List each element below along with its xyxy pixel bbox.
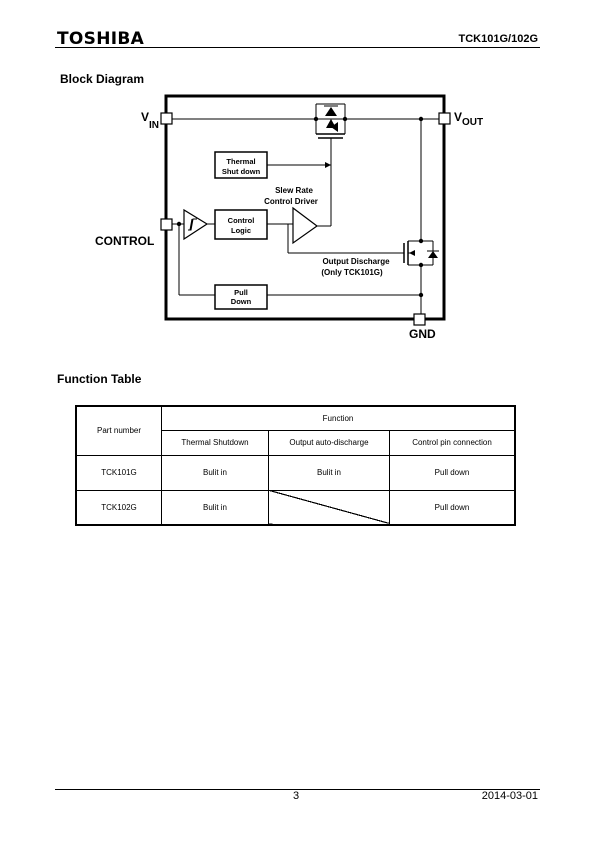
thermal-shutdown-header: Thermal Shutdown: [161, 429, 269, 456]
row-discharge-na: [268, 489, 390, 526]
schmitt-buffer: [183, 208, 209, 241]
vout-label-main: V: [454, 110, 462, 124]
discharge-transistor: [403, 238, 439, 268]
row-part: TCK101G: [75, 454, 162, 491]
footer-divider: [55, 789, 540, 790]
table-row: TCK102G Bulit in Pull down: [75, 489, 516, 526]
thermal-line2: Shut down: [222, 167, 261, 176]
pull-down-line1: Pull: [234, 288, 248, 297]
output-discharge-label: Output Discharge: [322, 257, 390, 266]
vin-label-main: V: [141, 110, 149, 124]
document-date: 2014-03-01: [481, 790, 538, 802]
part-number-header: Part number: [75, 405, 162, 456]
header-divider: [55, 47, 540, 48]
control-logic-line2: Logic: [231, 226, 251, 235]
vout-pin: [438, 112, 451, 125]
function-header: Function: [161, 405, 516, 431]
row-thermal: Bulit in: [161, 489, 269, 526]
schmitt-symbol: [188, 218, 197, 231]
pull-down-block: [214, 284, 268, 310]
row-thermal: Bulit in: [161, 454, 269, 491]
row-discharge: Bulit in: [268, 454, 390, 491]
control-logic-line1: Control: [228, 216, 255, 225]
pull-down-line2: Down: [231, 297, 252, 306]
toshiba-logo: TOSHIBA: [57, 29, 145, 49]
page-number: 3: [293, 790, 300, 802]
gnd-pin: [413, 313, 426, 326]
header-part-number: TCK101G/102G: [458, 33, 538, 45]
vin-label-sub: IN: [149, 120, 159, 131]
row-part: TCK102G: [75, 489, 162, 526]
vin-pin: [160, 112, 173, 125]
pass-transistor: [313, 103, 348, 139]
slew-rate-label: Slew Rate: [275, 186, 313, 195]
vout-label-sub: OUT: [462, 117, 483, 128]
block-diagram-title: Block Diagram: [60, 72, 145, 86]
ic-boundary: [164, 94, 446, 321]
row-control: Pull down: [389, 489, 516, 526]
thermal-line1: Thermal: [226, 157, 255, 166]
function-table: Part number Function Thermal Shutdown Ou…: [75, 405, 516, 526]
control-driver-label: Control Driver: [264, 197, 318, 206]
control-pin: [160, 218, 173, 231]
function-table-title: Function Table: [57, 372, 142, 386]
row-control: Pull down: [389, 454, 516, 491]
gnd-label: GND: [409, 327, 436, 341]
control-logic-block: [214, 209, 268, 240]
diode-arrow: [325, 107, 337, 116]
slew-rate-driver: [292, 206, 319, 245]
output-discharge-header: Output auto-discharge: [268, 429, 390, 456]
control-pin-header: Control pin connection: [389, 429, 516, 456]
control-label: CONTROL: [95, 234, 154, 248]
only-tck101g-label: (Only TCK101G): [321, 268, 383, 277]
table-row: TCK101G Bulit in Bulit in Pull down: [75, 454, 516, 491]
